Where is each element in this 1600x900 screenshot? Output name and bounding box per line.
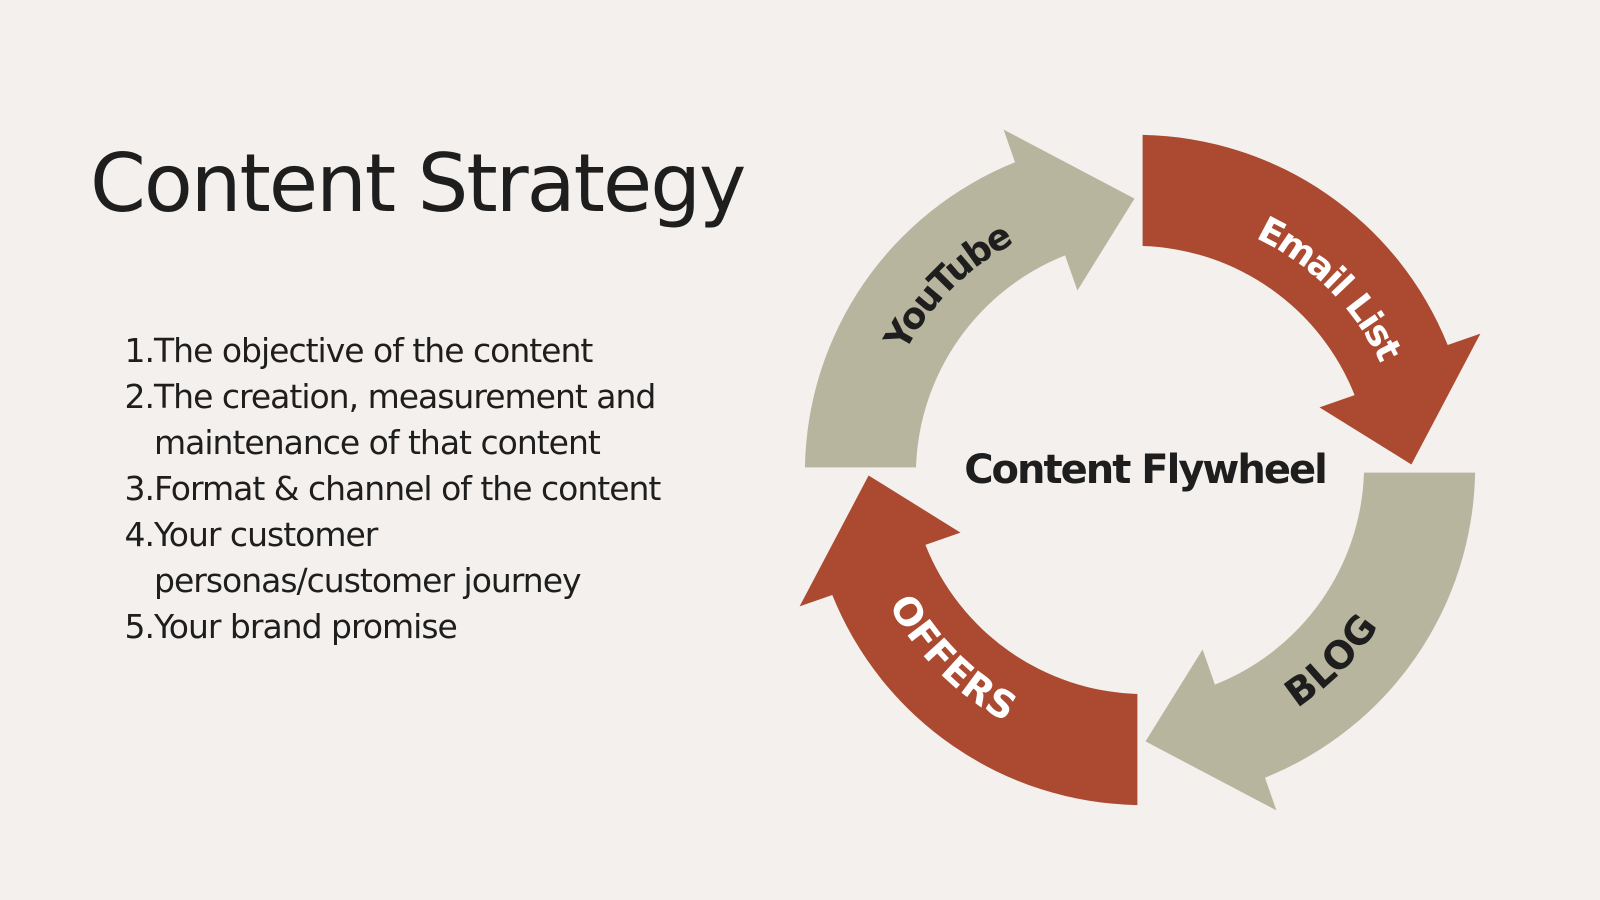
list-item-number: 1. bbox=[124, 331, 156, 370]
list-item: 5. Your brand promise bbox=[122, 604, 682, 650]
list-item-text: Format & channel of the content bbox=[154, 469, 661, 508]
slide-title: Content Strategy bbox=[90, 137, 746, 230]
email-list-arrow bbox=[1142, 134, 1481, 465]
list-item-number: 2. bbox=[124, 377, 156, 416]
list-item-number: 4. bbox=[124, 515, 156, 554]
list-item: 1. The objective of the content bbox=[122, 328, 682, 374]
list-item-text: Your customer personas/customer journey bbox=[154, 515, 582, 600]
list-item-text: The creation, measurement and maintenanc… bbox=[154, 377, 656, 462]
list-item-text: The objective of the content bbox=[154, 331, 593, 370]
youtube-arrow bbox=[804, 129, 1135, 468]
list-item: 3. Format & channel of the content bbox=[122, 466, 682, 512]
strategy-points-list: 1. The objective of the content 2. The c… bbox=[122, 328, 682, 650]
list-item: 2. The creation, measurement and mainten… bbox=[122, 374, 682, 466]
list-item: 4. Your customer personas/customer journ… bbox=[122, 512, 682, 604]
offers-arrow bbox=[799, 475, 1138, 806]
list-item-number: 3. bbox=[124, 469, 156, 508]
flywheel-center-label: Content Flywheel bbox=[964, 447, 1326, 493]
list-item-number: 5. bbox=[124, 607, 156, 646]
list-item-text: Your brand promise bbox=[154, 607, 458, 646]
content-flywheel-diagram: YouTube Email List BLOG OFFERS Content F… bbox=[799, 129, 1481, 811]
blog-arrow bbox=[1145, 472, 1476, 811]
